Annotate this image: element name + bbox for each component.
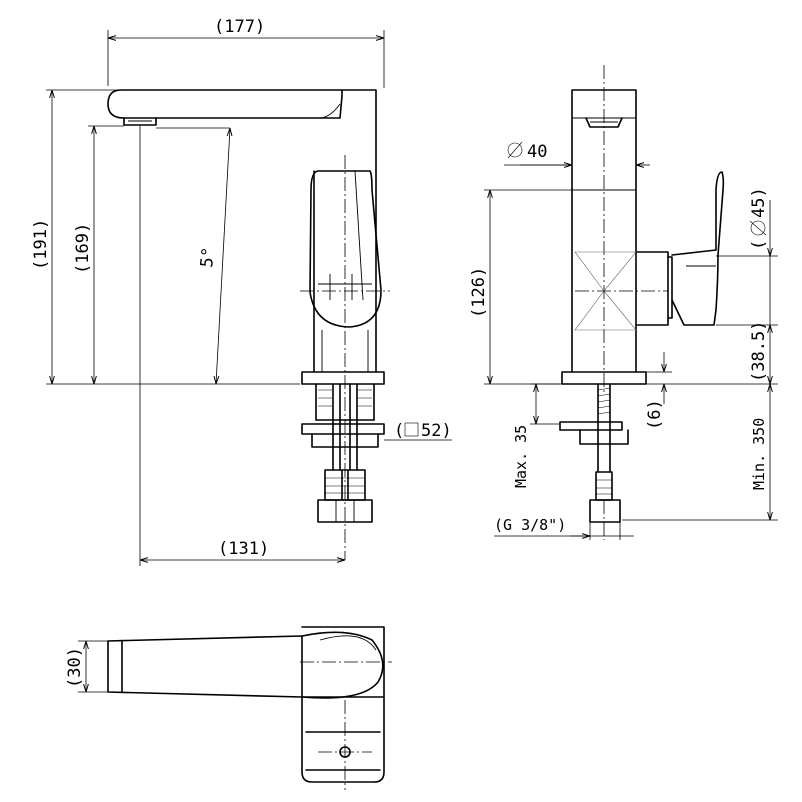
dim-max-35: Max. 35 (512, 425, 530, 488)
dim-handle-open: ( (749, 240, 769, 250)
dim-connection: (G 3/8") (494, 516, 566, 534)
dim-diameter-body: 40 (527, 142, 547, 162)
front-dimensions: (177) (191) (169) 5° (131) ( 52) (31, 17, 452, 566)
dim-gap: (6) (645, 399, 665, 430)
diameter-symbol-45 (749, 220, 767, 236)
dim-square-open: ( (394, 421, 404, 441)
dim-min-350: Min. 350 (750, 418, 768, 490)
front-view (107, 89, 390, 560)
dim-reach: (131) (218, 539, 269, 559)
dim-height-side: (126) (469, 267, 489, 318)
dim-spout-length: (177) (214, 17, 265, 37)
top-dimensions: (30) (65, 640, 108, 693)
square-symbol (404, 422, 419, 437)
dim-top-width: (30) (65, 647, 85, 688)
dim-angle: 5° (197, 246, 219, 268)
diameter-symbol-40 (507, 141, 523, 159)
dim-square-base: 52) (421, 421, 452, 441)
dim-diameter-handle: 45) (749, 187, 769, 218)
dim-lever-height: (38.5) (749, 321, 769, 382)
side-dimensions: 40 (126) ( 45) (38.5) (6) Max. 35 Min. 3… (469, 141, 778, 540)
dim-outlet-height: (169) (73, 223, 93, 274)
dim-total-height: (191) (31, 219, 51, 270)
side-view (559, 65, 725, 540)
top-view (107, 626, 392, 790)
